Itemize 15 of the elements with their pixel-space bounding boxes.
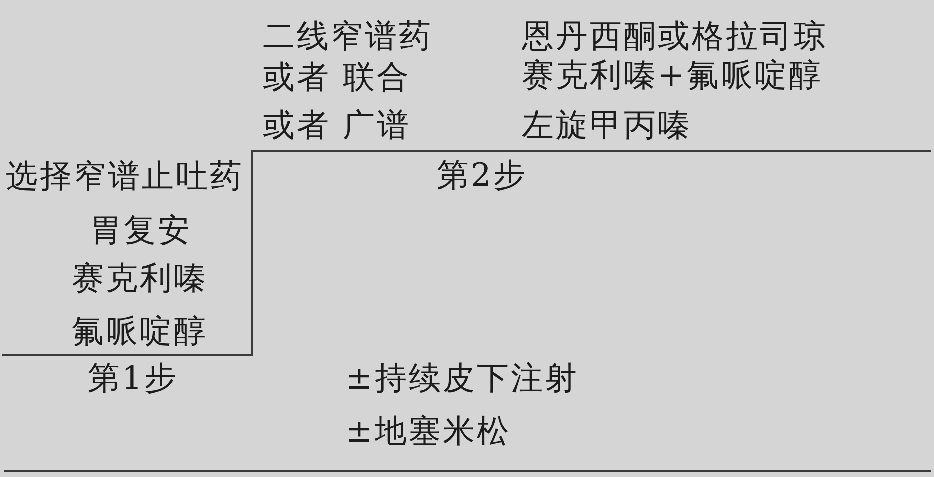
option-heading: 或者 广谱 bbox=[263, 109, 412, 141]
drug-name: 左旋甲丙嗪 bbox=[522, 109, 692, 141]
option-heading: 或者 联合 bbox=[263, 61, 412, 93]
drug-name: 氟哌啶醇 bbox=[72, 315, 208, 347]
drug-name: 赛克利嗪 bbox=[72, 262, 208, 294]
step-label: 第2步 bbox=[437, 159, 528, 191]
adjunct-text: ±持续皮下注射 bbox=[346, 362, 579, 394]
option-heading: 二线窄谱药 bbox=[263, 20, 433, 52]
step-label: 第1步 bbox=[88, 362, 178, 394]
step-box bbox=[2, 150, 253, 356]
drug-name: 恩丹西酮或格拉司琼 bbox=[522, 20, 828, 52]
drug-combination: 赛克利嗪+氟哌啶醇 bbox=[522, 59, 823, 91]
step-heading: 选择窄谱止吐药 bbox=[6, 160, 244, 192]
drug-name: 胃复安 bbox=[90, 214, 192, 246]
adjunct-text: ±地塞米松 bbox=[346, 415, 511, 447]
